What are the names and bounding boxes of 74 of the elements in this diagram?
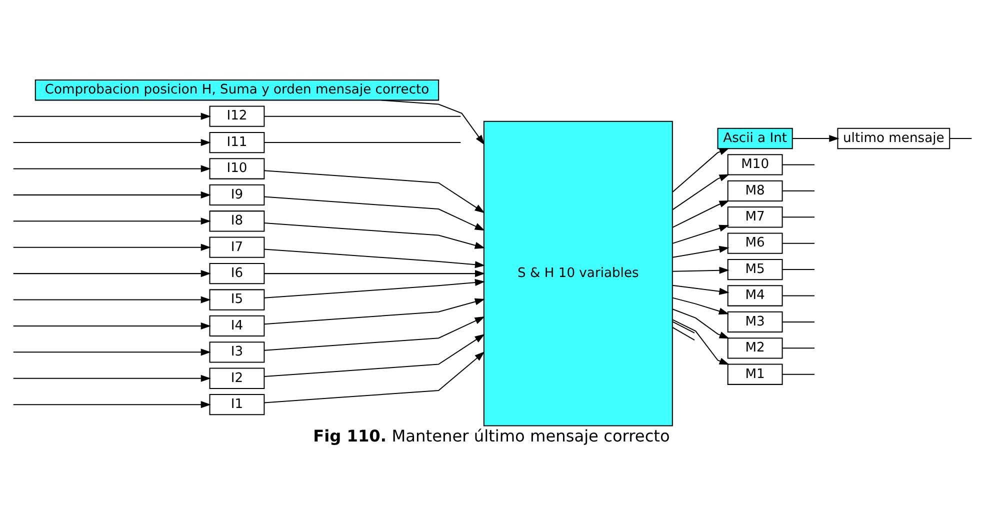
- connector: [782, 295, 814, 296]
- arrow: [264, 352, 485, 404]
- connector: [672, 326, 695, 340]
- arrow: [672, 224, 730, 244]
- arrow: [13, 218, 211, 225]
- connector: [782, 348, 814, 349]
- arrow: [672, 284, 730, 295]
- arrow: [381, 100, 485, 146]
- node-box: M3: [727, 311, 783, 333]
- arrow: [13, 244, 211, 251]
- arrow: [13, 374, 211, 382]
- node-box: S & H 10 variables: [483, 120, 673, 426]
- node-box: I2: [209, 368, 265, 389]
- arrow: [13, 296, 211, 304]
- connector: [782, 269, 814, 270]
- node-box: M1: [727, 364, 783, 385]
- node-box: I7: [209, 236, 265, 258]
- arrow: [13, 401, 211, 408]
- node-box: I12: [209, 106, 265, 127]
- node-box: M2: [727, 338, 783, 359]
- arrow: [13, 112, 211, 120]
- arrow: [672, 148, 730, 192]
- arrow: [264, 334, 485, 378]
- node-box: I11: [209, 132, 265, 154]
- node-box: I10: [209, 158, 265, 180]
- arrow: [792, 134, 840, 142]
- arrow: [264, 222, 486, 249]
- node-box: I8: [209, 210, 265, 232]
- node-box: M10: [727, 154, 783, 176]
- connector: [264, 116, 461, 117]
- arrow: [13, 191, 211, 198]
- node-box: M4: [727, 285, 783, 306]
- connector: [782, 242, 814, 244]
- node-box: I5: [209, 289, 265, 310]
- node-box: M8: [727, 180, 783, 202]
- arrow: [264, 298, 486, 325]
- arrow: [264, 248, 486, 268]
- arrow: [264, 170, 485, 214]
- connector: [264, 142, 461, 144]
- connector: [782, 216, 814, 218]
- node-box: ultimo mensaje: [837, 128, 950, 150]
- arrow: [672, 200, 730, 228]
- node-box: I4: [209, 315, 265, 337]
- node-box: Ascii a Int: [717, 128, 793, 150]
- node-box: I3: [209, 342, 265, 363]
- node-box: I9: [209, 184, 265, 206]
- arrow: [13, 270, 211, 278]
- arrow: [672, 319, 730, 365]
- arrow: [13, 139, 211, 146]
- arrow: [264, 270, 486, 278]
- arrow: [672, 246, 730, 258]
- arrow: [672, 266, 730, 274]
- node-box: Comprobacion posicion H, Suma y orden mensaje correcto: [34, 80, 440, 101]
- arrow: [264, 196, 485, 231]
- connector: [950, 138, 972, 139]
- arrow: [264, 278, 486, 298]
- arrow: [13, 165, 211, 172]
- node-box: M6: [727, 232, 783, 254]
- node-box: M5: [727, 258, 783, 280]
- node-box: I6: [209, 262, 265, 284]
- node-box: I1: [209, 394, 265, 416]
- connector: [782, 321, 814, 322]
- arrow: [13, 348, 211, 356]
- arrow: [672, 174, 730, 210]
- caption: Fig 110. Mantener último mensaje correcto: [313, 426, 670, 446]
- arrow: [13, 322, 211, 330]
- arrow: [672, 308, 730, 339]
- connector: [782, 190, 814, 192]
- connector: [782, 164, 814, 166]
- arrow: [672, 297, 730, 315]
- node-box: M7: [727, 206, 783, 228]
- connector: [782, 374, 814, 375]
- arrow: [264, 316, 485, 351]
- connector: [672, 321, 695, 334]
